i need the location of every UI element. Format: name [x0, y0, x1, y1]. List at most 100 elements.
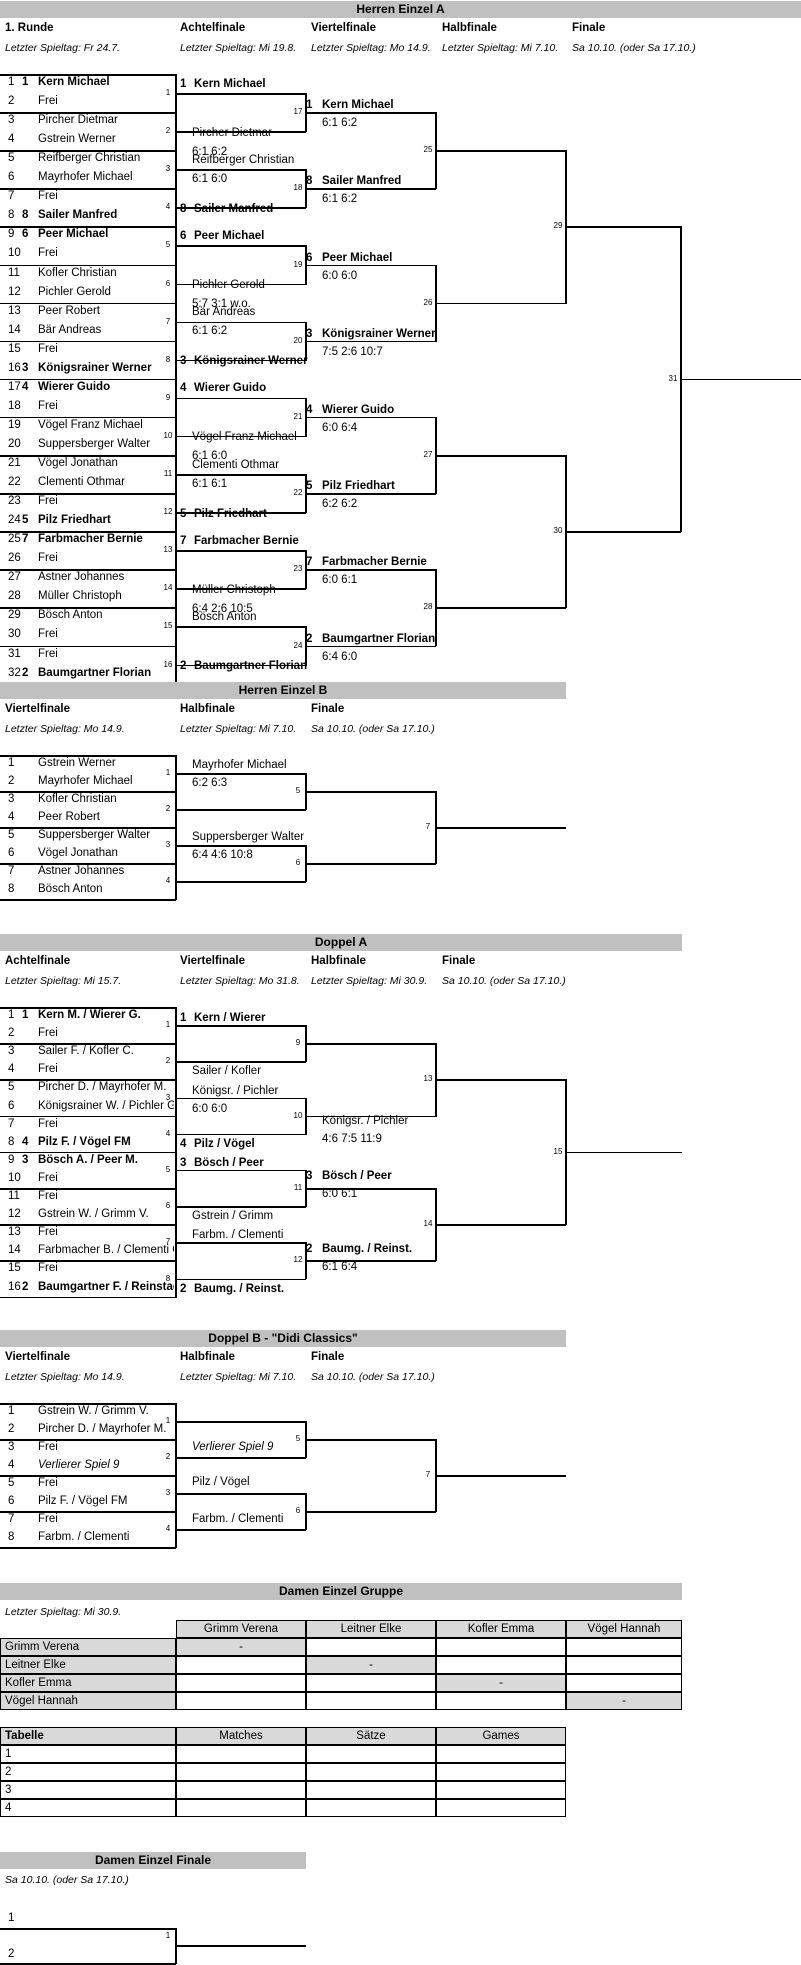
da-r2-seed: 1 — [180, 1012, 187, 1025]
dg-table-cell[interactable] — [436, 1799, 566, 1817]
dg-table-cell[interactable] — [306, 1763, 436, 1781]
dg-result-cell[interactable] — [176, 1692, 306, 1710]
ha-r3-line — [306, 188, 436, 190]
hb-r2-match-num: 5 — [295, 786, 301, 795]
ha-r3-name: Kern Michael — [322, 99, 394, 112]
ha-entry-num: 7 — [8, 190, 15, 203]
dg-table-cell[interactable] — [436, 1745, 566, 1763]
ha-r1-match-num: 10 — [163, 430, 173, 440]
db-r2-connector — [305, 1493, 307, 1530]
dg-table-cell[interactable] — [436, 1763, 566, 1781]
hb-r2-connector — [305, 845, 307, 882]
ha-r1-match-num: 5 — [165, 240, 171, 250]
da-r3-score: 4:6 7:5 11:9 — [322, 1133, 382, 1145]
da-entry-name: Sailer F. / Kofler C. — [38, 1045, 134, 1058]
db-r1-connector — [175, 1439, 177, 1476]
ha-r3-seed: 1 — [306, 99, 313, 112]
db-entry-num: 1 — [8, 1405, 15, 1417]
ha-deadline-1: Letzter Spieltag: Mi 19.8. — [180, 42, 297, 54]
dg-table-cell[interactable] — [176, 1745, 306, 1763]
ha-r1-connector — [175, 264, 177, 304]
dg-result-cell[interactable] — [436, 1692, 566, 1710]
db-entry-num: 2 — [8, 1423, 15, 1435]
da-r1-connector — [175, 1115, 177, 1153]
da-entry-name: Königsrainer W. / Pichler G. — [38, 1099, 174, 1112]
ha-r1-match-num: 1 — [165, 88, 171, 98]
ha-entry-name: Bär Andreas — [38, 323, 102, 336]
dg-table-cell[interactable] — [306, 1745, 436, 1763]
df-line — [0, 1963, 176, 1965]
dg-col-header: Kofler Emma — [436, 1620, 566, 1638]
ha-r3-score: 6:0 6:1 — [322, 574, 358, 587]
hb-entry-num: 8 — [8, 883, 15, 895]
ha-entry-name: Suppersberger Walter — [38, 437, 151, 450]
df-connector — [175, 1928, 177, 1964]
hb-r1-connector — [175, 827, 177, 864]
db-r2-name: Pilz / Vögel — [192, 1476, 250, 1488]
ha-r1-match-num: 4 — [165, 202, 171, 212]
ha-r2-name: Clementi Othmar — [192, 458, 279, 471]
ha-entry-seed: 7 — [22, 533, 29, 546]
ha-r1-match-num: 13 — [163, 545, 173, 555]
db-entry-name: Farbm. / Clementi — [38, 1531, 130, 1543]
da-deadline-1: Letzter Spieltag: Mo 31.8. — [180, 975, 300, 987]
ha-r5-line — [566, 226, 681, 228]
db-entry-name: Gstrein W. / Grimm V. — [38, 1405, 149, 1417]
ha-entry-name: Peer Robert — [38, 304, 101, 317]
da-entry-num: 5 — [8, 1081, 15, 1094]
da-r3-line — [306, 1115, 436, 1118]
db-round-0: Viertelfinale — [5, 1351, 70, 1363]
dg-result-cell[interactable] — [566, 1638, 682, 1656]
db-r1-match-num: 3 — [165, 1488, 171, 1497]
ha-r2-connector — [305, 169, 307, 209]
db-entry-name: Pilz F. / Vögel FM — [38, 1495, 128, 1507]
dg-table-cell[interactable] — [306, 1781, 436, 1799]
ha-r2-connector — [305, 397, 307, 437]
da-r3-match-num: 14 — [423, 1219, 433, 1229]
ha-r1-match-num: 3 — [165, 164, 171, 174]
db-r2-line — [176, 1421, 306, 1423]
dg-table-cell[interactable] — [436, 1781, 566, 1799]
da-entry-name: Frei — [38, 1117, 58, 1130]
da-r2-name: Sailer / Kofler — [192, 1065, 262, 1078]
db-entry-num: 7 — [8, 1513, 15, 1525]
ha-entry-num: 14 — [8, 323, 21, 336]
dg-result-cell[interactable] — [306, 1638, 436, 1656]
da-r2-line — [176, 1278, 306, 1280]
da-deadline-2: Letzter Spieltag: Mi 30.9. — [311, 975, 428, 987]
ha-r2-match-num: 18 — [293, 183, 303, 193]
dg-result-cell[interactable] — [436, 1638, 566, 1656]
ha-r2-match-num: 19 — [293, 259, 303, 269]
da-r2-match-num: 10 — [293, 1110, 303, 1120]
ha-round-0: 1. Runde — [5, 22, 54, 34]
da-r1-match-num: 7 — [165, 1237, 171, 1247]
dg-table-header: Tabelle — [0, 1727, 176, 1745]
db-r3-line — [306, 1511, 436, 1513]
da-r1-line — [0, 1151, 176, 1154]
db-r1-connector — [175, 1475, 177, 1512]
ha-entry-seed: 8 — [22, 209, 29, 222]
dg-result-cell[interactable] — [306, 1674, 436, 1692]
ha-r3-name: Sailer Manfred — [322, 175, 402, 188]
db-entry-num: 5 — [8, 1477, 15, 1489]
dg-result-cell[interactable] — [436, 1656, 566, 1674]
dg-result-cell[interactable] — [566, 1674, 682, 1692]
dg-result-cell[interactable] — [176, 1656, 306, 1674]
dg-result-cell[interactable] — [566, 1656, 682, 1674]
dg-result-cell[interactable] — [176, 1674, 306, 1692]
dg-result-cell[interactable] — [306, 1692, 436, 1710]
dg-table-header: Games — [436, 1727, 566, 1745]
da-r1-line — [0, 1079, 176, 1081]
da-r3-line — [306, 1260, 436, 1262]
dg-table-cell[interactable] — [176, 1763, 306, 1781]
da-r1-match-num: 8 — [165, 1273, 171, 1283]
ha-r2-line — [176, 93, 306, 95]
dg-table-cell[interactable] — [176, 1781, 306, 1799]
dg-table-cell[interactable] — [176, 1799, 306, 1817]
da-r1-connector — [175, 1079, 177, 1117]
dg-table-cell[interactable] — [306, 1799, 436, 1817]
ha-r4-line — [436, 455, 566, 457]
dg-rank-cell: 3 — [0, 1781, 176, 1799]
ha-r1-top-line — [0, 302, 176, 305]
ha-r3-match-num: 28 — [423, 602, 433, 612]
